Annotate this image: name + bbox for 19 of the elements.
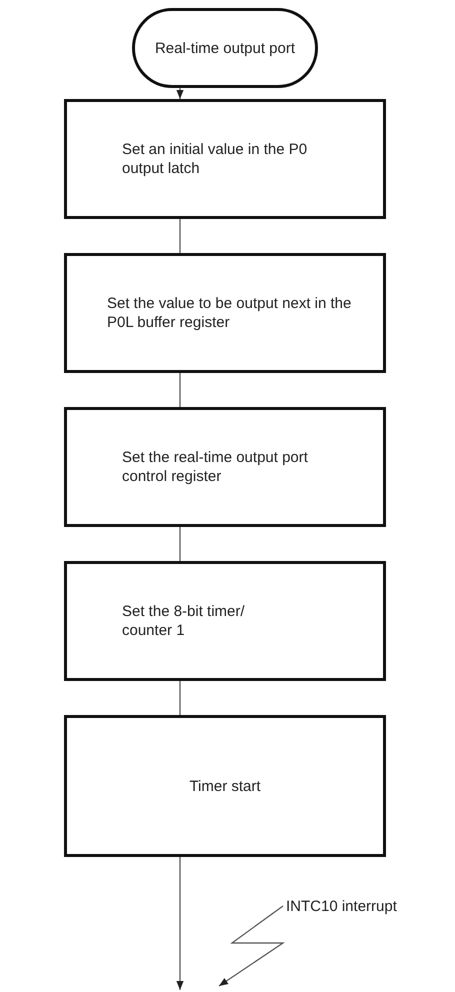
connector-line: [179, 527, 181, 561]
interrupt-arrow: [218, 906, 285, 986]
process-box: [64, 253, 386, 373]
arrow: [176, 88, 184, 99]
step-text: Set the real-time output port control register: [122, 448, 309, 486]
label-text: INTC10 interrupt: [286, 896, 397, 916]
step-text: Set the value to be output next in the P0L buffer register: [107, 294, 352, 332]
step-text: Set the 8-bit timer/ counter 1: [122, 602, 246, 640]
step-text: Real-time output port: [154, 38, 296, 58]
step-text: Timer start: [189, 776, 261, 796]
process-box: [64, 561, 386, 681]
process-box: [64, 407, 386, 527]
connector-line: [179, 681, 181, 715]
arrow: [176, 857, 184, 990]
process-box: [64, 99, 386, 219]
connector-line: [179, 219, 181, 253]
connector-line: [179, 373, 181, 407]
step-text: Set an initial value in the P0 output latch: [122, 140, 308, 178]
process-box: [64, 715, 386, 857]
